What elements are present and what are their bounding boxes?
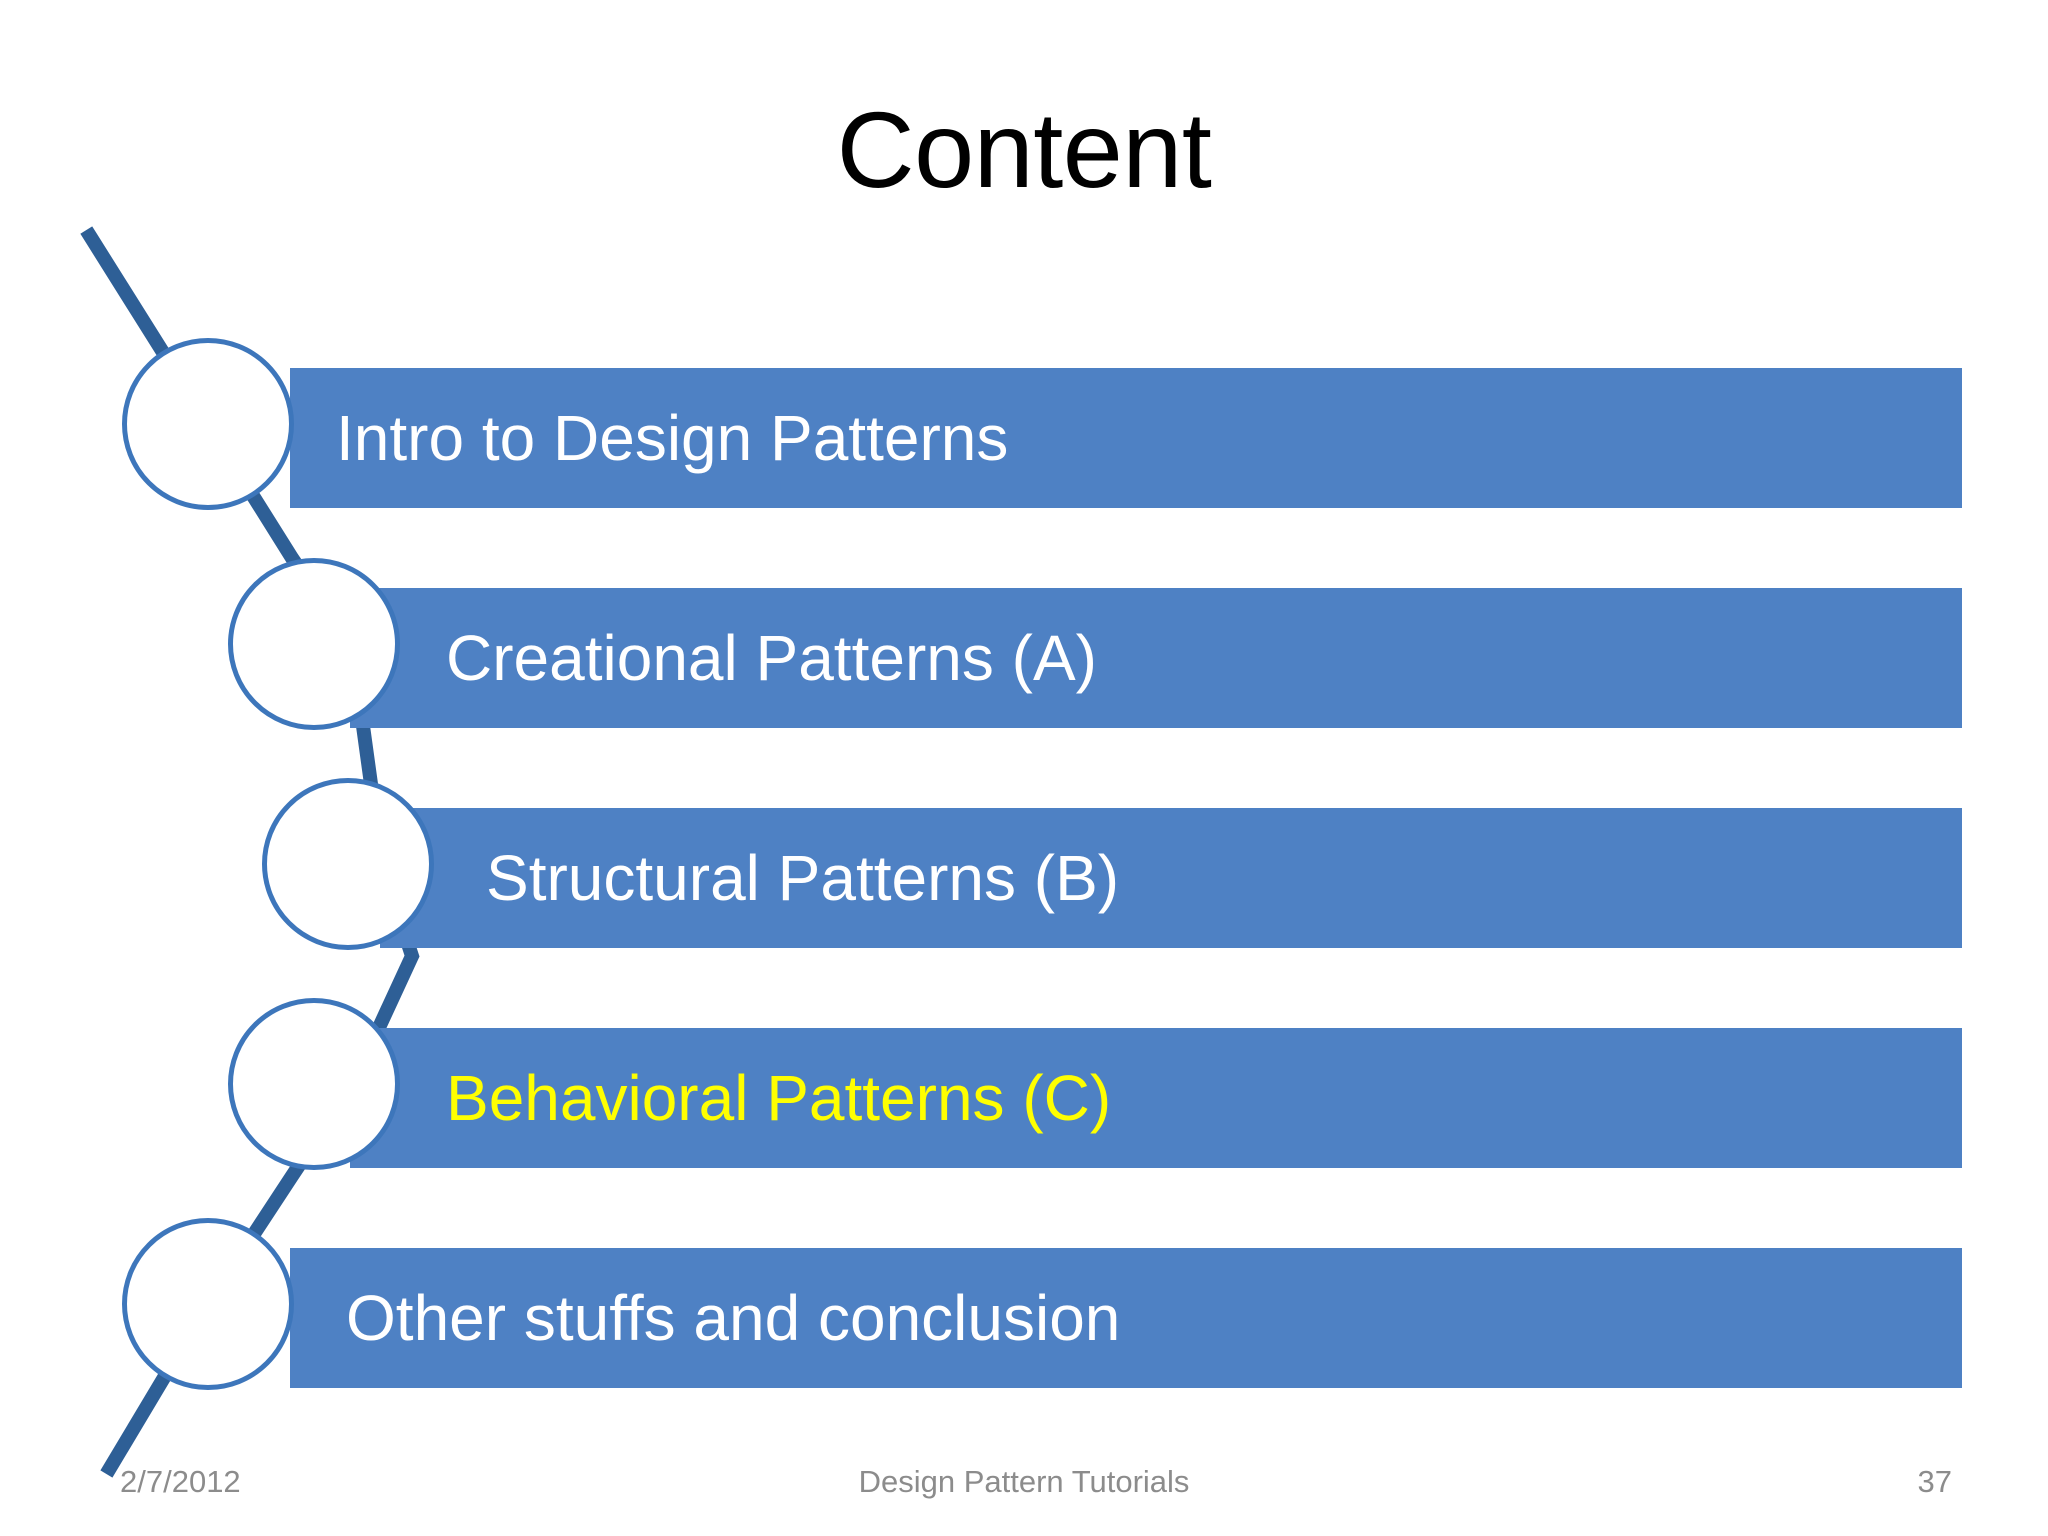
agenda-bar-label: Intro to Design Patterns xyxy=(336,402,1009,474)
agenda-bar-label: Other stuffs and conclusion xyxy=(346,1282,1121,1354)
footer-deck-title: Design Pattern Tutorials xyxy=(858,1464,1190,1499)
agenda-bar[interactable]: Structural Patterns (B) xyxy=(380,808,1962,948)
agenda-node-circle[interactable] xyxy=(262,778,434,950)
agenda-bar[interactable]: Behavioral Patterns (C) xyxy=(350,1028,1962,1168)
agenda-bar[interactable]: Other stuffs and conclusion xyxy=(290,1248,1962,1388)
page-title: Content xyxy=(836,89,1212,210)
footer-date: 2/7/2012 xyxy=(120,1464,241,1499)
agenda-bar-label: Behavioral Patterns (C) xyxy=(446,1062,1112,1134)
agenda-node-circle[interactable] xyxy=(228,558,400,730)
agenda-bar-label: Structural Patterns (B) xyxy=(486,842,1120,914)
agenda-node-circle[interactable] xyxy=(122,1218,294,1390)
agenda-node-circle[interactable] xyxy=(122,338,294,510)
footer-page-number: 37 xyxy=(1917,1464,1952,1499)
agenda-bar[interactable]: Creational Patterns (A) xyxy=(350,588,1962,728)
agenda-bar[interactable]: Intro to Design Patterns xyxy=(290,368,1962,508)
agenda-node-circle[interactable] xyxy=(228,998,400,1170)
agenda-bar-label: Creational Patterns (A) xyxy=(446,622,1097,694)
